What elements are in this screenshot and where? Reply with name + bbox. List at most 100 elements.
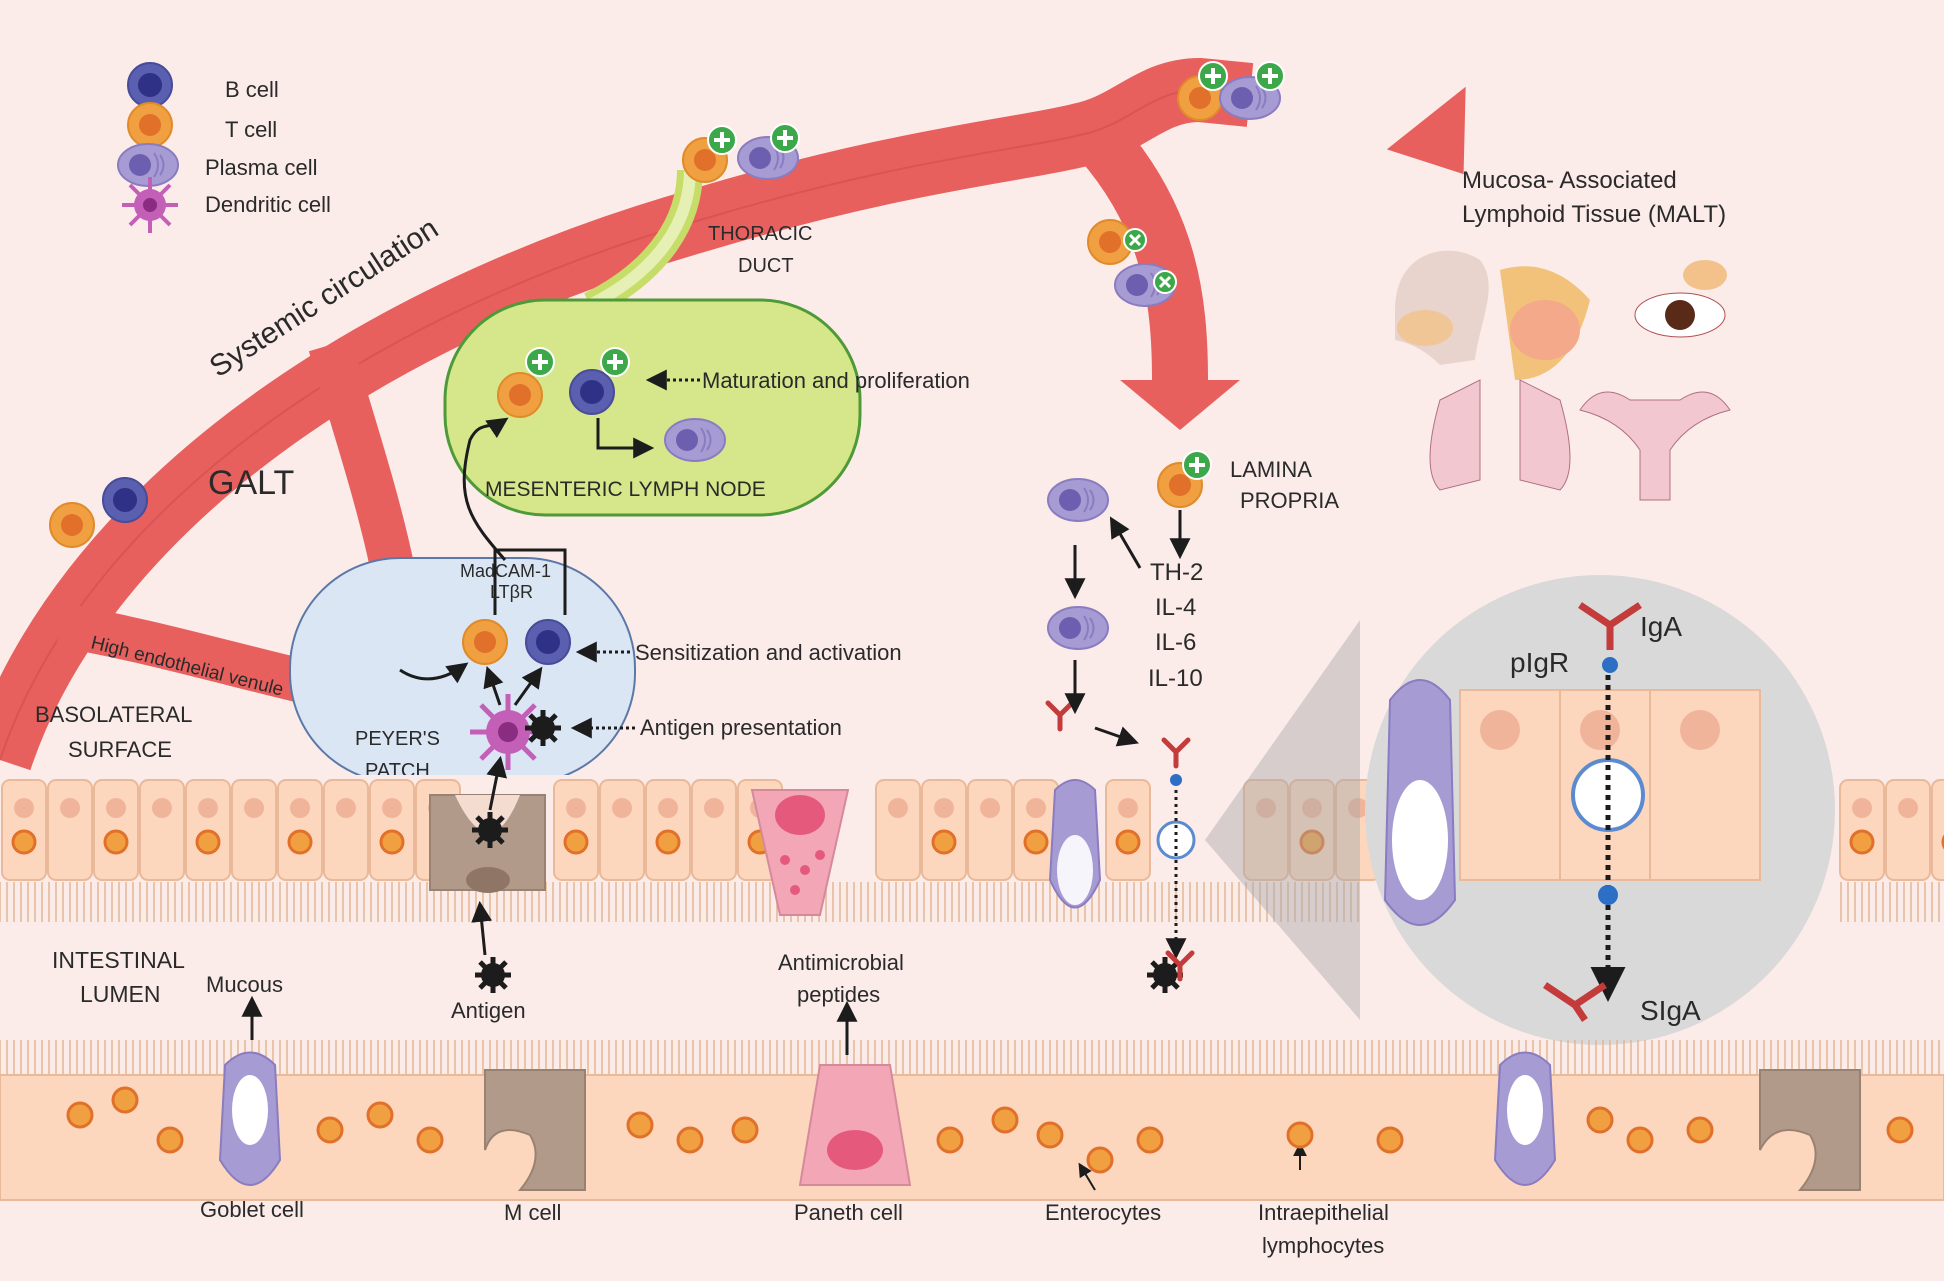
iga-icon [1578,602,1642,650]
antigen-icon [472,812,508,848]
enterocyte [691,779,737,881]
lower-epithelium [0,900,1944,1201]
plus-icon [1254,60,1286,92]
intraepithelial-lymphocyte [1626,1126,1654,1154]
maturation-label: Maturation and proliferation [702,368,970,393]
intraepithelial-lymphocyte [379,829,405,855]
siga-label: SIgA [1640,995,1701,1026]
legend-dendritic-cell-icon [122,177,178,233]
legend: B cell T cell Plasma cell Dendritic cell [117,62,331,233]
lower-paneth-cell [798,1064,912,1186]
pigr-label: pIgR [1510,647,1569,678]
antimicrobial-label-1: Antimicrobial [778,950,904,975]
lamina-propria-label-2: PROPRIA [1240,488,1339,513]
enterocyte-nucleus [1026,798,1046,818]
intraepithelial-lymphocyte [936,1126,964,1154]
intraepithelial-lymphocyte [1886,1116,1914,1144]
mesenteric-lymph-node-label: MESENTERIC LYMPH NODE [485,478,766,501]
mesenteric-lymph-node [443,298,862,517]
zoom-inset [1365,575,1835,1045]
intraepithelial-lymphocyte [111,1086,139,1114]
paneth-cell-label: Paneth cell [794,1200,903,1225]
intraepithelial-lymphocyte [156,1126,184,1154]
th2-label: TH-2 [1150,559,1203,586]
antigen-label: Antigen [451,998,526,1023]
goblet-cell [1048,779,1102,909]
intraepithelial-lymphocyte [1376,1126,1404,1154]
plus-icon [769,122,801,154]
lymph-node-plasma-cell [664,418,726,462]
enterocytes-label: Enterocytes [1045,1200,1161,1225]
intraepithelial-lymphocyte [731,1116,759,1144]
transcytosis-path [1147,740,1196,993]
malt-label-1: Mucosa- Associated [1462,167,1677,194]
mucous-label: Mucous [206,972,283,997]
lower-m-cell [1759,1069,1861,1191]
paneth-cell [750,789,850,916]
intestinal-lumen-label-2: LUMEN [80,981,161,1007]
galt-label: GALT [208,464,294,502]
intraepithelial-lymphocyte [1023,829,1049,855]
enterocyte-nucleus [1898,798,1918,818]
enterocyte [47,779,93,881]
basolateral-label-1: BASOLATERAL [35,702,192,727]
enterocyte-nucleus [1348,798,1368,818]
enterocyte-nucleus [198,798,218,818]
enterocyte-nucleus [888,798,908,818]
check-icon [1122,227,1148,253]
microvilli [0,1040,1940,1075]
enterocyte [599,779,645,881]
plus-icon [1197,60,1229,92]
il6-label: IL-6 [1155,629,1196,656]
intraepithelial-lymphocyte [103,829,129,855]
vessel-arrowhead-malt [1386,86,1466,175]
intraepithelial-lymphocyte [1115,829,1141,855]
enterocyte-nucleus [980,798,1000,818]
enterocyte-nucleus [1852,798,1872,818]
plus-icon [1181,449,1213,481]
intraepithelial-lymphocyte [1299,829,1325,855]
goblet-cell-label: Goblet cell [200,1197,304,1222]
antigen-icon [475,957,511,993]
presented-antigen-icon [525,710,561,746]
enterocyte-nucleus [382,798,402,818]
enterocyte-nucleus [336,798,356,818]
legend-b-cell-label: B cell [225,77,279,102]
zoom-cone [1205,620,1360,1020]
lamina-plasma-cell [1047,478,1109,522]
intraepithelial-lymphocyte [1686,1116,1714,1144]
peyers-patch-label-1: PEYER'S [355,728,440,750]
intraepithelial-lymphocyte [1586,1106,1614,1134]
intraepithelial-lymphocyte [1136,1126,1164,1154]
vessel-arrowhead-lamina [1120,380,1240,430]
circulating-t-cell [49,502,95,548]
intraepithelial-lymphocyte [655,829,681,855]
intraepithelial-lymphocyte [66,1101,94,1129]
lower-m-cell [484,1069,586,1191]
dendritic-cell-icon [470,694,546,770]
intraepithelial-lymphocyte [626,1111,654,1139]
intraepithelial-lymphocyte [287,829,313,855]
lamina-propria-label-1: LAMINA [1230,457,1312,482]
ltbr-label: LTβR [490,582,533,602]
intraepithelial-lymphocyte [931,829,957,855]
intraepithelial-lymphocyte [1849,829,1875,855]
enterocyte [231,779,277,881]
intraepithelial-lymphocyte [195,829,221,855]
intraepithelial-lymphocyte [1086,1146,1114,1174]
antigen-presentation-label: Antigen presentation [640,715,842,740]
intraepithelial-lymphocyte [563,829,589,855]
plus-icon [706,124,738,156]
m-cell [429,755,546,893]
intraepithelial-lymphocyte [676,1126,704,1154]
peyers-b-cell [525,619,571,665]
enterocyte [1243,779,1289,881]
il10-label: IL-10 [1148,665,1203,692]
legend-t-cell-icon [127,102,173,148]
enterocyte-nucleus [934,798,954,818]
thoracic-duct-label-1: THORACIC [708,223,812,245]
intraepithelial-lymphocyte [366,1101,394,1129]
antimicrobial-label-2: peptides [797,982,880,1007]
